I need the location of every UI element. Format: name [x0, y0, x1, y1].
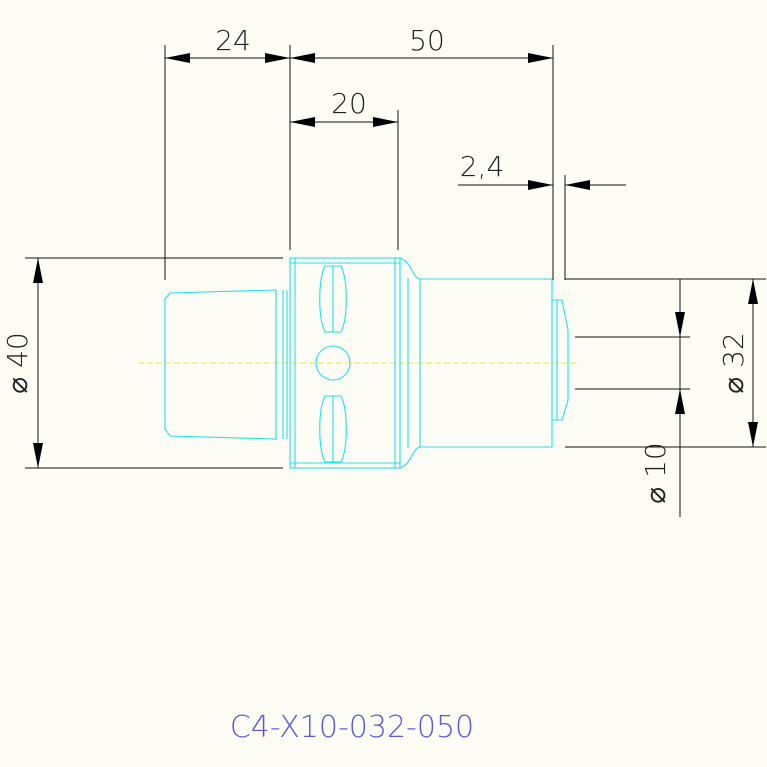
- dim-50-label: 50: [409, 24, 445, 57]
- dim-dia-10-label: ⌀ 10: [639, 442, 672, 503]
- dim-dia-32-label: ⌀ 32: [717, 332, 750, 393]
- dim-20-label: 20: [331, 87, 367, 120]
- part-outline: [164, 257, 569, 469]
- dim-24-label: 24: [215, 24, 251, 57]
- dim-dia-40-label: ⌀ 40: [1, 332, 34, 393]
- dimension-lines: [25, 45, 766, 517]
- dim-2-4-label: 2,4: [460, 150, 505, 183]
- part-code-label: C4-X10-032-050: [230, 710, 474, 745]
